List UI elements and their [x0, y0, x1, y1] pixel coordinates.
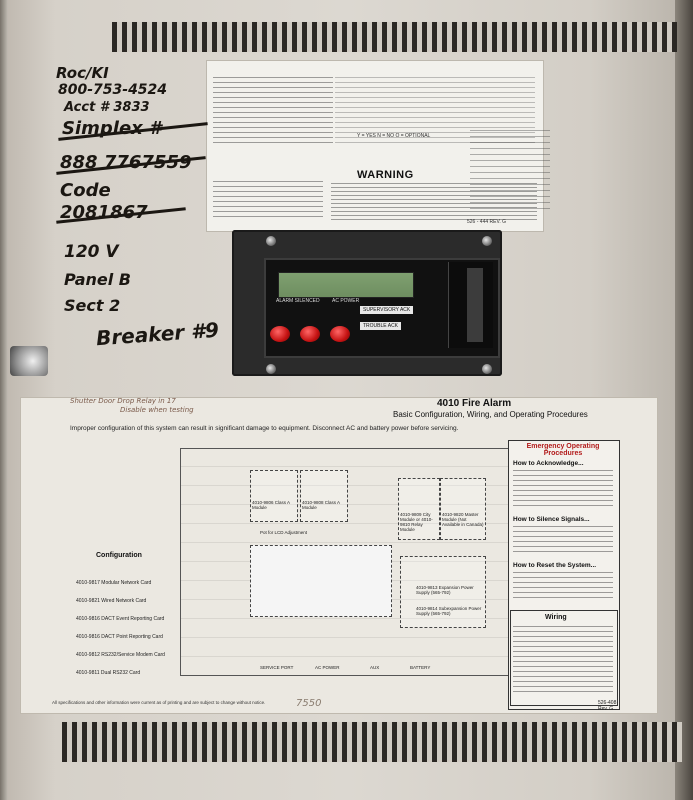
aux-terminal-label: AUX — [370, 665, 380, 670]
panel-model-title: 4010 Fire Alarm — [437, 398, 512, 409]
fire-alarm-ack-button[interactable] — [270, 326, 290, 342]
legend-text: Y = YES N = NO O = OPTIONAL — [357, 133, 431, 139]
trouble-ack-label[interactable]: TROUBLE ACK — [360, 322, 402, 330]
relay-module-label: 4010-9809 City Module or 4010-9810 Relay… — [400, 512, 433, 532]
config-item: 4010-9817 Modular Network Card — [76, 580, 152, 586]
document-part-number: 526-408 — [598, 700, 617, 706]
config-item: 4010-9821 Wired Network Card — [76, 598, 147, 604]
service-port-label: SERVICE PORT — [260, 665, 294, 670]
commercial-protective-table — [213, 181, 323, 221]
master-module-box — [440, 478, 486, 540]
acknowledge-text — [513, 470, 613, 510]
handwritten-disable-note: Disable when testing — [120, 406, 194, 414]
screw-icon — [266, 236, 276, 246]
ac-power-terminal-label: AC POWER — [315, 665, 340, 670]
how-to-silence-heading: How to Silence Signals... — [513, 516, 590, 523]
top-vent-slots — [112, 22, 677, 52]
bottom-vent-slots — [62, 722, 682, 762]
screw-icon — [482, 364, 492, 374]
warning-title: WARNING — [357, 169, 414, 181]
wiring-heading: Wiring — [545, 614, 567, 621]
config-item: 4010-9816 DACT Event Reporting Card — [76, 616, 165, 622]
document-revision: Rev. G — [598, 706, 614, 712]
config-item: 4010-9816 DACT Point Reporting Card — [76, 634, 163, 640]
how-to-acknowledge-heading: How to Acknowledge... — [513, 460, 584, 467]
system-reset-button[interactable] — [330, 326, 350, 342]
side-text-block — [470, 130, 550, 210]
battery-terminal-label: BATTERY — [410, 665, 431, 670]
alarm-silenced-led-label: ALARM SILENCED — [276, 298, 320, 304]
door-latch-handle[interactable] — [10, 346, 48, 376]
door-left-edge — [0, 0, 8, 800]
key-slot-inner — [467, 268, 483, 342]
cpu-board-box — [250, 545, 392, 617]
class-a-module-box — [250, 470, 298, 522]
handwritten-section: Sect 2 — [64, 296, 121, 315]
upper-part-number: 526 - 444 REV. G — [467, 219, 507, 225]
screw-icon — [482, 236, 492, 246]
part-table-left — [213, 77, 333, 147]
wiring-info-box — [510, 610, 618, 706]
screw-icon — [266, 364, 276, 374]
silence-text — [513, 526, 613, 556]
supervisory-ack-label[interactable]: SUPERVISORY ACK — [360, 306, 414, 314]
alarm-silence-button[interactable] — [300, 326, 320, 342]
emergency-procedures-title: Emergency Operating Procedures — [526, 443, 600, 457]
relay-module-box — [398, 478, 440, 540]
handwritten-code-label: Code — [60, 180, 111, 201]
master-module-label: 4010-9820 Master Module (Not Available i… — [442, 512, 484, 527]
subexpansion-psu-label: 4010-9814 Subexpansion Power Supply (565… — [416, 606, 482, 616]
lcd-screen — [278, 272, 414, 298]
part-table-right — [335, 77, 535, 147]
handwritten-voltage: 120 V — [64, 242, 119, 262]
lcd-adjust-label: Pot for LCD Adjustment — [260, 530, 308, 535]
wiring-text — [513, 626, 613, 696]
spec-note: All specifications and other information… — [52, 700, 266, 705]
key-slot — [448, 262, 493, 348]
document-number: 526-408 Rev. G — [598, 700, 616, 712]
config-item: 4010-9811 Dual RS232 Card — [76, 670, 141, 676]
handwritten-account: Acct # 3833 — [64, 100, 150, 115]
ac-power-led-label: AC POWER — [332, 298, 360, 304]
reset-text — [513, 572, 613, 602]
class-b-module-label: 4010-9808 Class A Module — [302, 500, 340, 510]
power-supply-box — [400, 556, 486, 628]
config-item: 4010-9812 RS232/Service Modem Card — [76, 652, 165, 658]
handwritten-number: 7550 — [296, 698, 322, 709]
handwritten-company: Roc/KI — [56, 64, 109, 82]
how-to-reset-heading: How to Reset the System... — [513, 562, 597, 569]
caution-text: Improper configuration of this system ca… — [70, 425, 459, 432]
handwritten-phone: 800-753-4524 — [58, 82, 168, 98]
door-right-edge — [675, 0, 693, 800]
handwritten-panel: Panel B — [64, 270, 131, 289]
handwritten-relay-note: Shutter Door Drop Relay in 17 — [70, 397, 176, 405]
upper-info-label: WARNING Y = YES N = NO O = OPTIONAL 526 … — [206, 60, 544, 232]
panel-subtitle: Basic Configuration, Wiring, and Operati… — [393, 410, 588, 419]
class-a-module-label: 4010-9806 Class A Module — [252, 500, 290, 510]
class-b-module-box — [300, 470, 348, 522]
configuration-heading: Configuration — [96, 552, 142, 559]
warning-body — [331, 183, 537, 223]
expansion-psu-label: 4010-9813 Expansion Power Supply (565-79… — [416, 585, 474, 595]
